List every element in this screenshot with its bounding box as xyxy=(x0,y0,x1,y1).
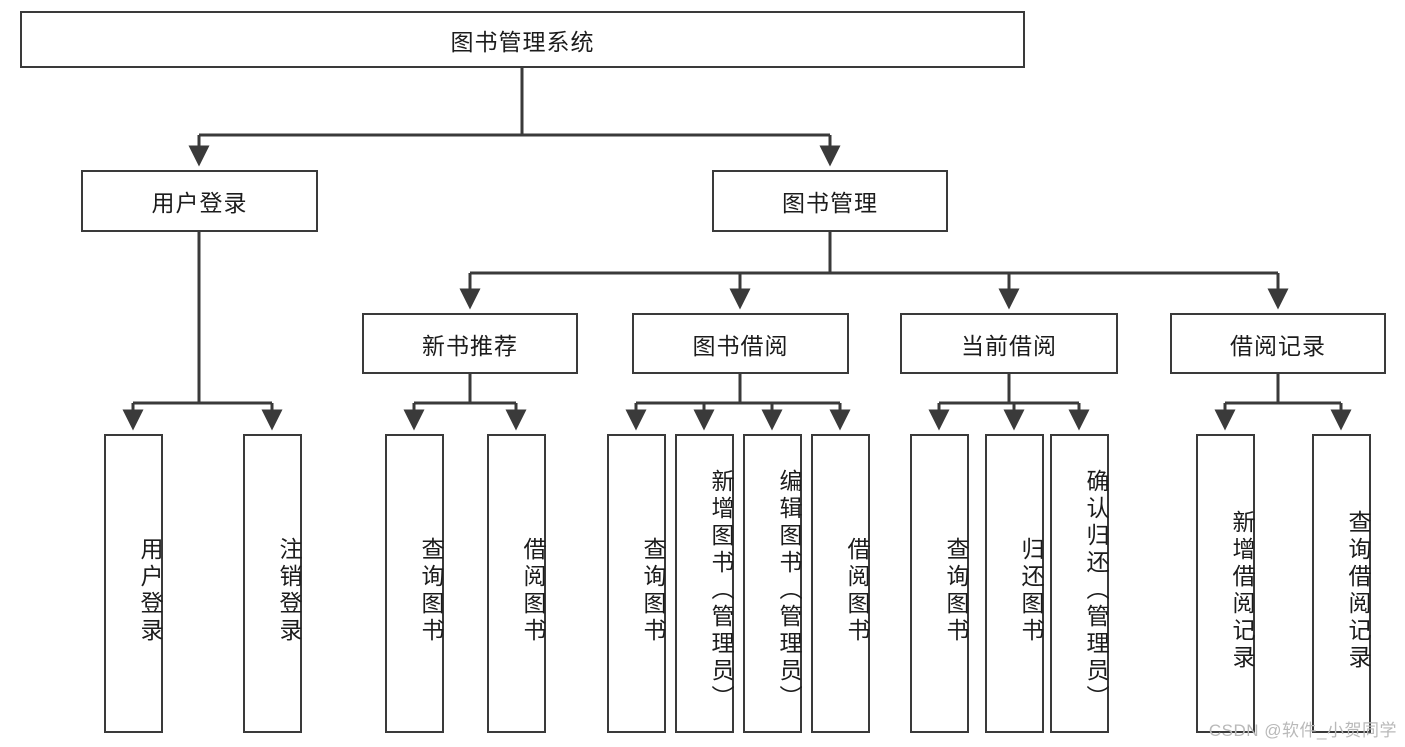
node-book-manage[interactable]: 图书管理 xyxy=(712,170,948,232)
node-leaf-return-book[interactable]: 归还图书 xyxy=(985,434,1044,733)
node-new-book-rec[interactable]: 新书推荐 xyxy=(362,313,578,374)
node-leaf-logout[interactable]: 注销登录 xyxy=(243,434,302,733)
node-leaf-add-record[interactable]: 新增借阅记录 xyxy=(1196,434,1255,733)
node-current-borrow[interactable]: 当前借阅 xyxy=(900,313,1118,374)
node-leaf-query-book-1[interactable]: 查询图书 xyxy=(385,434,444,733)
watermark-text: CSDN @软件_小贺同学 xyxy=(1208,721,1397,740)
node-leaf-borrow-book-2[interactable]: 借阅图书 xyxy=(811,434,870,733)
node-user-login[interactable]: 用户登录 xyxy=(81,170,318,232)
node-leaf-query-book-3[interactable]: 查询图书 xyxy=(910,434,969,733)
node-leaf-borrow-book-1[interactable]: 借阅图书 xyxy=(487,434,546,733)
node-root[interactable]: 图书管理系统 xyxy=(20,11,1025,68)
node-book-borrow[interactable]: 图书借阅 xyxy=(632,313,849,374)
node-leaf-edit-book[interactable]: 编辑图书（管理员） xyxy=(743,434,802,733)
node-leaf-confirm-return[interactable]: 确认归还（管理员） xyxy=(1050,434,1109,733)
node-leaf-query-book-2[interactable]: 查询图书 xyxy=(607,434,666,733)
node-leaf-user-login[interactable]: 用户登录 xyxy=(104,434,163,733)
node-leaf-query-record[interactable]: 查询借阅记录 xyxy=(1312,434,1371,733)
node-borrow-record[interactable]: 借阅记录 xyxy=(1170,313,1386,374)
node-leaf-add-book[interactable]: 新增图书（管理员） xyxy=(675,434,734,733)
